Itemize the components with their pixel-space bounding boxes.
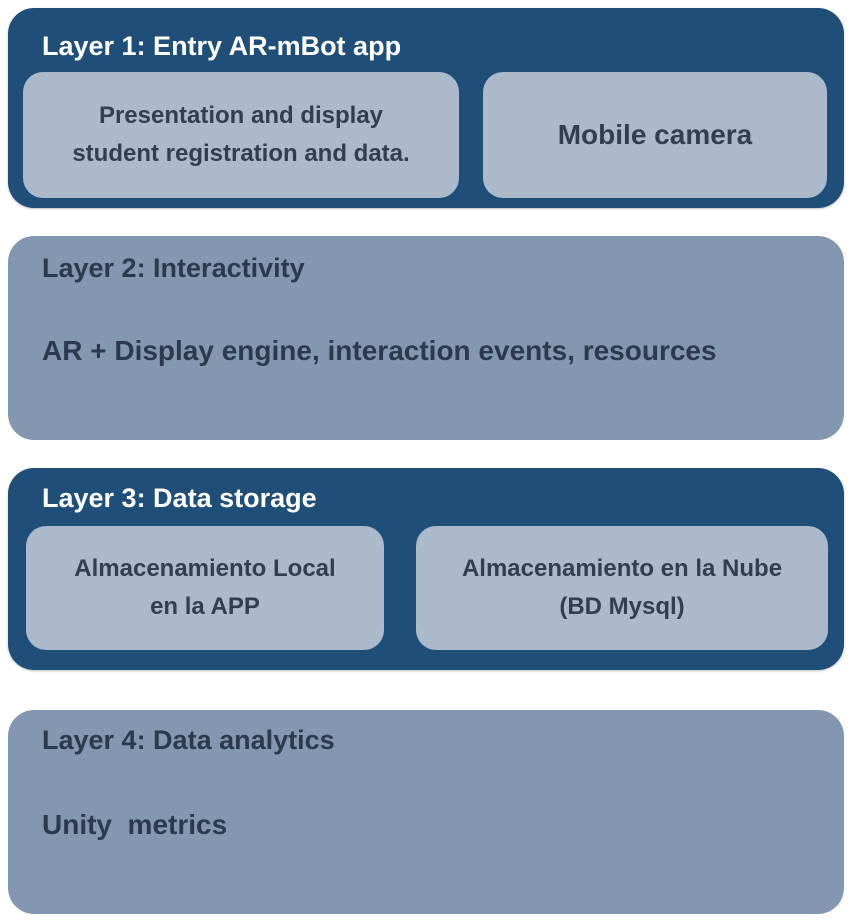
layer-3-local-storage-line-2: en la APP [150,593,260,620]
layer-4-panel: Layer 4: Data analytics Unity metrics [8,710,844,914]
layer-1-presentation-line-2: student registration and data. [72,140,410,167]
layer-4-description: Unity metrics [42,809,228,840]
layer-3-title: Layer 3: Data storage [42,483,317,513]
layer-1-presentation-box: Presentation and display student registr… [23,72,459,198]
layer-2-panel: Layer 2: Interactivity AR + Display engi… [8,236,844,440]
layer-3-cloud-storage-line-2: (BD Mysql) [559,593,685,620]
layer-3-cloud-storage-line-1: Almacenamiento en la Nube [461,555,783,582]
layer-3-local-storage-line-1: Almacenamiento Local [74,555,336,582]
layer-2-title: Layer 2: Interactivity [42,253,305,283]
layer-1-camera-label: Mobile camera [557,119,753,150]
layer-2-description: AR + Display engine, interaction events,… [42,335,717,366]
layer-3-panel: Layer 3: Data storage Almacenamiento Loc… [8,468,844,670]
layer-1-presentation-line-1: Presentation and display [98,102,384,129]
layer-3-local-storage-box: Almacenamiento Local en la APP [26,526,384,650]
layer-1-panel: Layer 1: Entry AR-mBot app Presentation … [8,8,844,208]
layer-1-camera-box: Mobile camera [483,72,827,198]
layer-3-cloud-storage-box: Almacenamiento en la Nube (BD Mysql) [416,526,828,650]
layer-4-title: Layer 4: Data analytics [42,725,335,755]
layer-1-title: Layer 1: Entry AR-mBot app [42,31,402,61]
